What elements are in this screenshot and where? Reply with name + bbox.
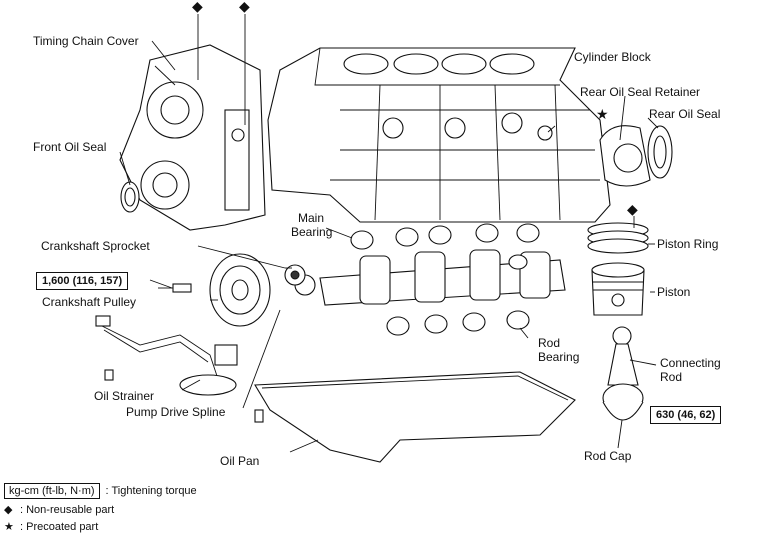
non-reusable-marker-timing-cover: ◆	[192, 0, 203, 14]
label-crankshaft-sprocket: Crankshaft Sprocket	[41, 239, 150, 253]
label-cylinder-block: Cylinder Block	[574, 50, 651, 64]
crankshaft-pulley-drawing	[158, 253, 271, 327]
legend-star-text: : Precoated part	[20, 521, 99, 533]
non-reusable-marker-rear-oil-seal: ◆	[627, 201, 638, 217]
label-rear-oil-seal-retainer: Rear Oil Seal Retainer	[580, 85, 701, 99]
label-rod-bearing-line1: Rod	[538, 336, 561, 350]
label-oil-strainer: Oil Strainer	[94, 389, 155, 403]
legend-precoated-row: ★ : Precoated part	[4, 520, 98, 533]
connecting-rod-drawing	[602, 326, 644, 413]
torque-box-rod-cap: 630 (46, 62)	[650, 406, 722, 424]
label-rear-oil-seal: Rear Oil Seal	[649, 107, 721, 121]
label-timing-chain-cover: Timing Chain Cover	[33, 34, 139, 48]
legend-unit-box: kg-cm (ft-lb, N·m)	[4, 483, 100, 499]
torque-box-pulley-bolt: 1,600 (116, 157)	[36, 272, 129, 290]
label-piston: Piston	[657, 285, 691, 299]
label-rod-cap: Rod Cap	[584, 449, 632, 463]
oil-pan-drawing	[254, 371, 576, 463]
label-oil-pan: Oil Pan	[220, 454, 260, 468]
legend-torque-row: kg-cm (ft-lb, N·m) : Tightening torque	[4, 483, 197, 499]
label-crankshaft-pulley: Crankshaft Pulley	[42, 295, 137, 309]
label-front-oil-seal: Front Oil Seal	[33, 140, 107, 154]
piston-drawing	[591, 262, 645, 316]
label-connecting-rod-line1: Connecting	[660, 356, 721, 370]
cylinder-block-drawing	[267, 47, 611, 223]
front-oil-seal-drawing	[120, 181, 140, 213]
precoated-marker-retainer-bolt: ★	[596, 106, 609, 122]
crankshaft-sprocket-drawing	[284, 264, 306, 286]
label-connecting-rod-line2: Rod	[660, 370, 683, 384]
label-main-bearing-line1: Main	[298, 211, 325, 225]
legend-diamond-icon: ◆	[4, 504, 13, 516]
label-main-bearing-line2: Bearing	[291, 225, 333, 239]
legend-unit-text: : Tightening torque	[105, 485, 197, 497]
legend-star-icon: ★	[4, 521, 14, 533]
label-rod-bearing-line2: Bearing	[538, 350, 580, 364]
label-pump-drive-spline: Pump Drive Spline	[126, 405, 226, 419]
rod-bearings-drawing	[506, 254, 530, 330]
piston-ring-drawing	[587, 222, 649, 254]
oil-strainer-drawing	[95, 315, 238, 396]
rear-oil-seal-drawing	[599, 125, 673, 187]
main-bearings-drawing	[350, 223, 540, 336]
non-reusable-marker-gasket: ◆	[239, 0, 250, 14]
legend-non-reusable-row: ◆ : Non-reusable part	[4, 503, 114, 516]
label-piston-ring: Piston Ring	[657, 237, 719, 251]
leader-lines	[119, 14, 659, 453]
legend-diamond-text: : Non-reusable part	[20, 504, 115, 516]
rod-cap-drawing	[602, 401, 644, 421]
timing-chain-cover-drawing	[119, 44, 266, 231]
crankshaft-drawing	[294, 249, 566, 306]
